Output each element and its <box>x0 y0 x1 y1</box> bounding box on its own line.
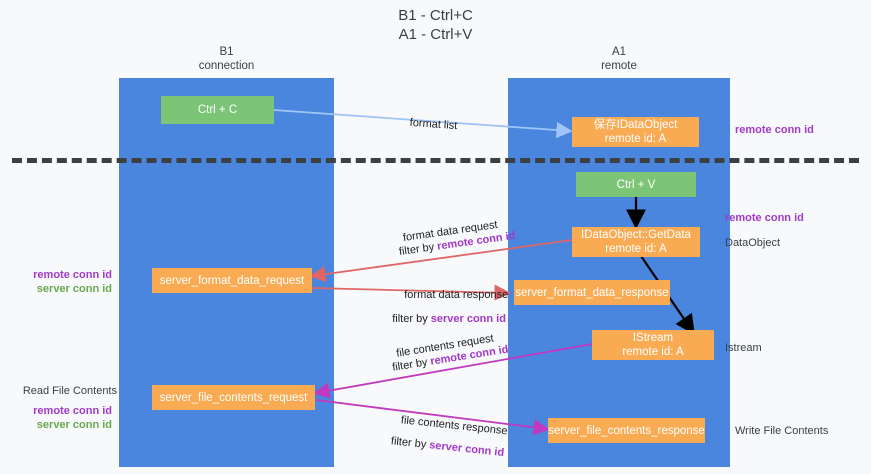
column-header-a1: A1 remote <box>601 46 637 72</box>
column-header-b1: B1 connection <box>198 46 255 72</box>
label-format-list-text: format list <box>409 116 458 133</box>
label-format-data-response-filter: filter by server conn id <box>380 298 506 340</box>
label-format-data-response: format data response <box>392 274 508 316</box>
annotation-right-mid-remote-conn-id: remote conn id <box>725 212 804 224</box>
box-server-file-contents-response[interactable]: server_file_contents_response <box>548 418 705 443</box>
filter-prefix: filter by <box>392 313 431 325</box>
filter-prefix: filter by <box>391 355 432 374</box>
filter-key-remote-conn-id: remote conn id <box>436 229 517 253</box>
annotation-right-dataobject: DataObject <box>725 237 781 249</box>
box-ctrl-v[interactable]: Ctrl + V <box>576 172 696 197</box>
filter-key-server-conn-id: server conn id <box>430 313 506 325</box>
page-title: B1 - Ctrl+C A1 - Ctrl+V <box>398 7 473 43</box>
annotation-right-istream: Istream <box>725 342 762 354</box>
annotation-right-top-remote-conn-id: remote conn id <box>735 124 814 136</box>
annotation-right-write-file-contents: Write File Contents <box>735 425 829 437</box>
filter-prefix: filter by <box>398 240 439 259</box>
filter-prefix: filter by <box>390 435 430 452</box>
filter-key-server-conn-id: server conn id <box>428 439 505 460</box>
annotation-left-read-file-contents: Read File Contents <box>22 385 117 397</box>
annotation-left-server-conn-id-1: server conn id <box>36 283 112 295</box>
section-divider <box>12 158 859 163</box>
box-server-format-data-response[interactable]: server_format_data_response <box>514 280 670 305</box>
label-format-data-response-text: format data response <box>404 289 509 301</box>
filter-key-remote-conn-id: remote conn id <box>429 343 510 368</box>
box-idataobject-getdata[interactable]: IDataObject::GetData remote id: A <box>572 227 700 257</box>
annotation-left-remote-conn-id-1: remote conn id <box>33 269 112 281</box>
box-server-file-contents-request[interactable]: server_file_contents_request <box>152 385 315 410</box>
box-ctrl-c[interactable]: Ctrl + C <box>161 96 274 124</box>
annotation-left-server-conn-id-2: server conn id <box>36 419 112 431</box>
box-istream[interactable]: IStream remote id: A <box>592 330 714 360</box>
label-format-list: format list <box>396 101 459 147</box>
box-server-format-data-request[interactable]: server_format_data_request <box>152 268 312 293</box>
box-save-idataobject[interactable]: 保存IDataObject remote id: A <box>572 117 699 147</box>
annotation-left-remote-conn-id-2: remote conn id <box>33 405 112 417</box>
